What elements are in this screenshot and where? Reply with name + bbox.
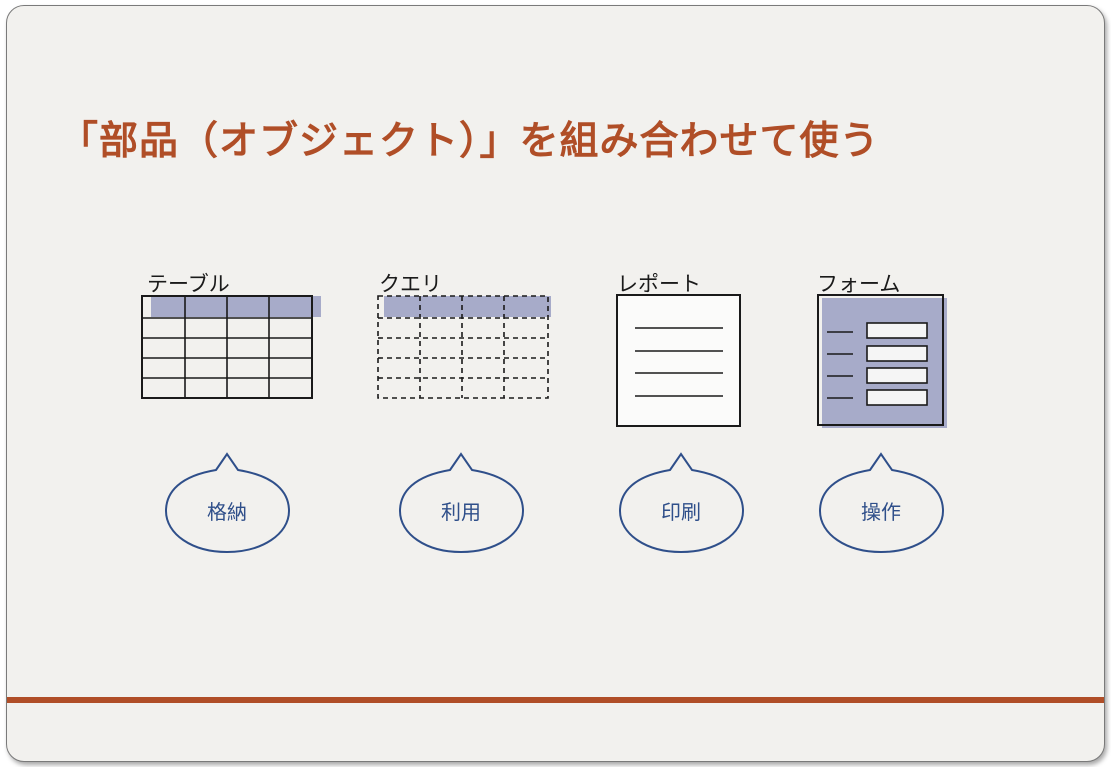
bubble-text-report: 印刷: [661, 500, 701, 524]
slide-title: 「部品（オブジェクト）」を組み合わせて使う: [59, 119, 880, 164]
bubble-text-form: 操作: [861, 500, 901, 524]
bubble-query: [398, 452, 525, 554]
label-report: レポート: [617, 272, 701, 296]
bubble-report: [618, 452, 745, 554]
label-form: フォーム: [817, 272, 901, 296]
diagram-graphics: [141, 294, 947, 554]
bubble-text-table: 格納: [207, 500, 247, 524]
table-icon: [141, 295, 321, 399]
bubble-form: [818, 452, 945, 554]
accent-rule: [7, 697, 1104, 703]
slide: 「部品（オブジェクト）」を組み合わせて使う テーブル クエリ レポート フォーム: [6, 5, 1105, 762]
label-query: クエリ: [379, 272, 442, 296]
bubble-text-query: 利用: [441, 500, 481, 524]
report-icon: [616, 294, 741, 427]
query-icon: [377, 295, 551, 399]
label-table: テーブル: [147, 272, 230, 296]
form-icon: [817, 294, 947, 428]
bubble-table: [164, 452, 291, 554]
